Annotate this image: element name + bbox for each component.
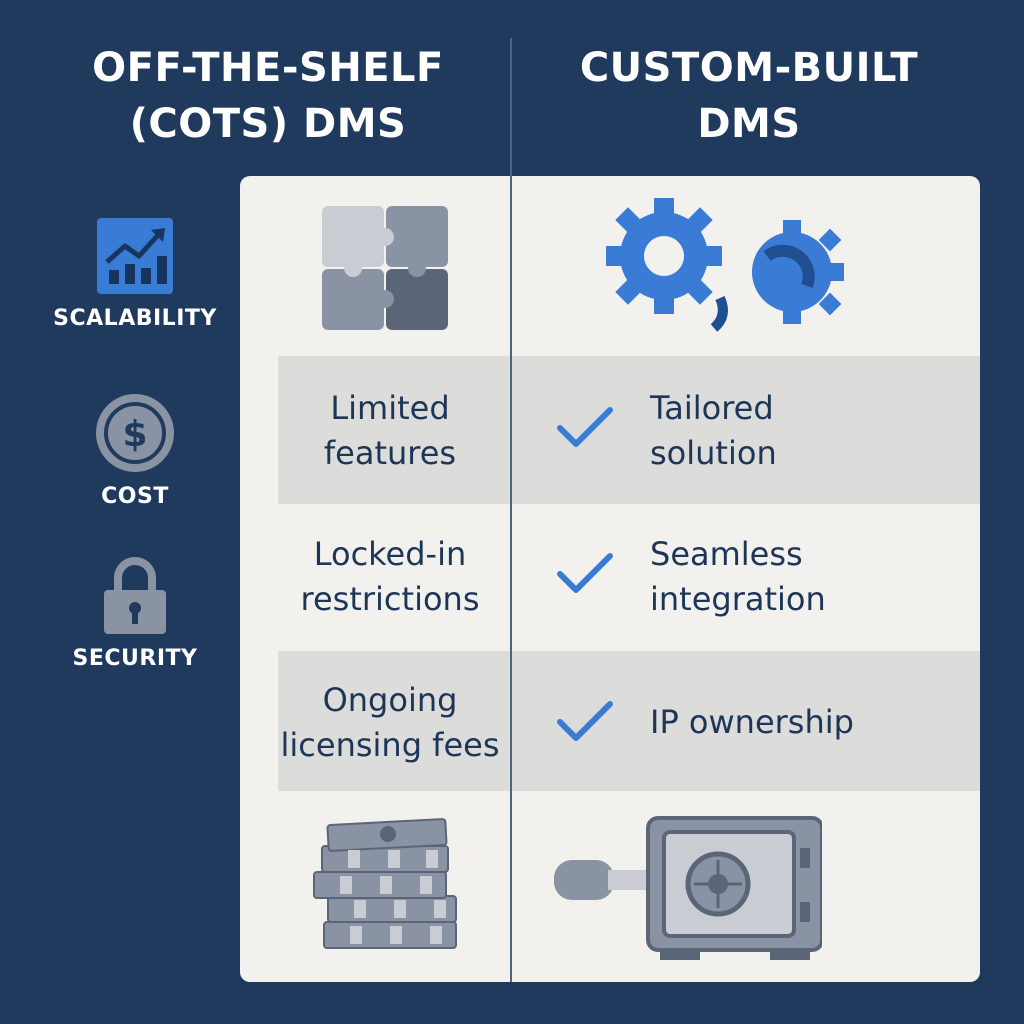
cell-line: features xyxy=(323,434,457,472)
check-icon xyxy=(557,407,613,447)
custom-feature-row-1: Tailored solution xyxy=(650,386,950,476)
cots-feature-row-1: Limited features xyxy=(280,386,500,476)
custom-feature-row-2: Seamless integration xyxy=(650,532,950,622)
cell-line: licensing fees xyxy=(280,726,500,764)
cell-line: restrictions xyxy=(300,580,480,618)
row-band xyxy=(278,356,980,504)
column-title-cots: OFF-THE-SHELF (COTS) DMS xyxy=(68,40,468,152)
comparison-panel: Limited features Tailored solution Locke… xyxy=(240,176,980,982)
cell-line: Limited xyxy=(330,389,450,427)
dollar-coin-icon: $ xyxy=(96,394,174,472)
padlock-icon xyxy=(104,557,166,634)
svg-text:$: $ xyxy=(122,414,147,455)
gears-icon xyxy=(606,198,844,332)
puzzle-icon xyxy=(322,206,448,330)
column-title-line: OFF-THE-SHELF xyxy=(92,45,444,91)
cots-feature-row-2: Locked-in restrictions xyxy=(280,532,500,622)
criterion-label: SCALABILITY xyxy=(53,306,217,331)
chart-growth-icon xyxy=(97,218,173,294)
cell-line: Ongoing xyxy=(322,681,458,719)
row-band xyxy=(278,651,980,791)
cell-line: IP ownership xyxy=(650,703,854,741)
column-title-line: (COTS) DMS xyxy=(129,101,407,147)
criterion-label: COST xyxy=(101,484,169,509)
column-title-line: CUSTOM-BUILT xyxy=(579,45,919,91)
column-title-custom: CUSTOM-BUILT DMS xyxy=(549,40,949,152)
criterion-security: SECURITY xyxy=(30,556,240,671)
cell-line: integration xyxy=(650,580,826,618)
vault-safe-icon xyxy=(554,816,822,960)
criterion-label: SECURITY xyxy=(72,646,198,671)
cell-line: Tailored xyxy=(650,389,774,427)
cash-stack-icon xyxy=(313,818,457,949)
criterion-scalability: SCALABILITY xyxy=(30,216,240,331)
check-icon xyxy=(557,553,613,593)
criterion-cost: $ COST xyxy=(30,392,240,509)
cell-line: Seamless xyxy=(650,535,803,573)
column-divider xyxy=(510,38,512,982)
cell-line: solution xyxy=(650,434,777,472)
custom-feature-row-3: IP ownership xyxy=(650,700,950,745)
cell-line: Locked-in xyxy=(313,535,467,573)
column-title-line: DMS xyxy=(697,101,801,147)
check-icon xyxy=(557,701,613,741)
cots-feature-row-3: Ongoing licensing fees xyxy=(280,678,500,768)
